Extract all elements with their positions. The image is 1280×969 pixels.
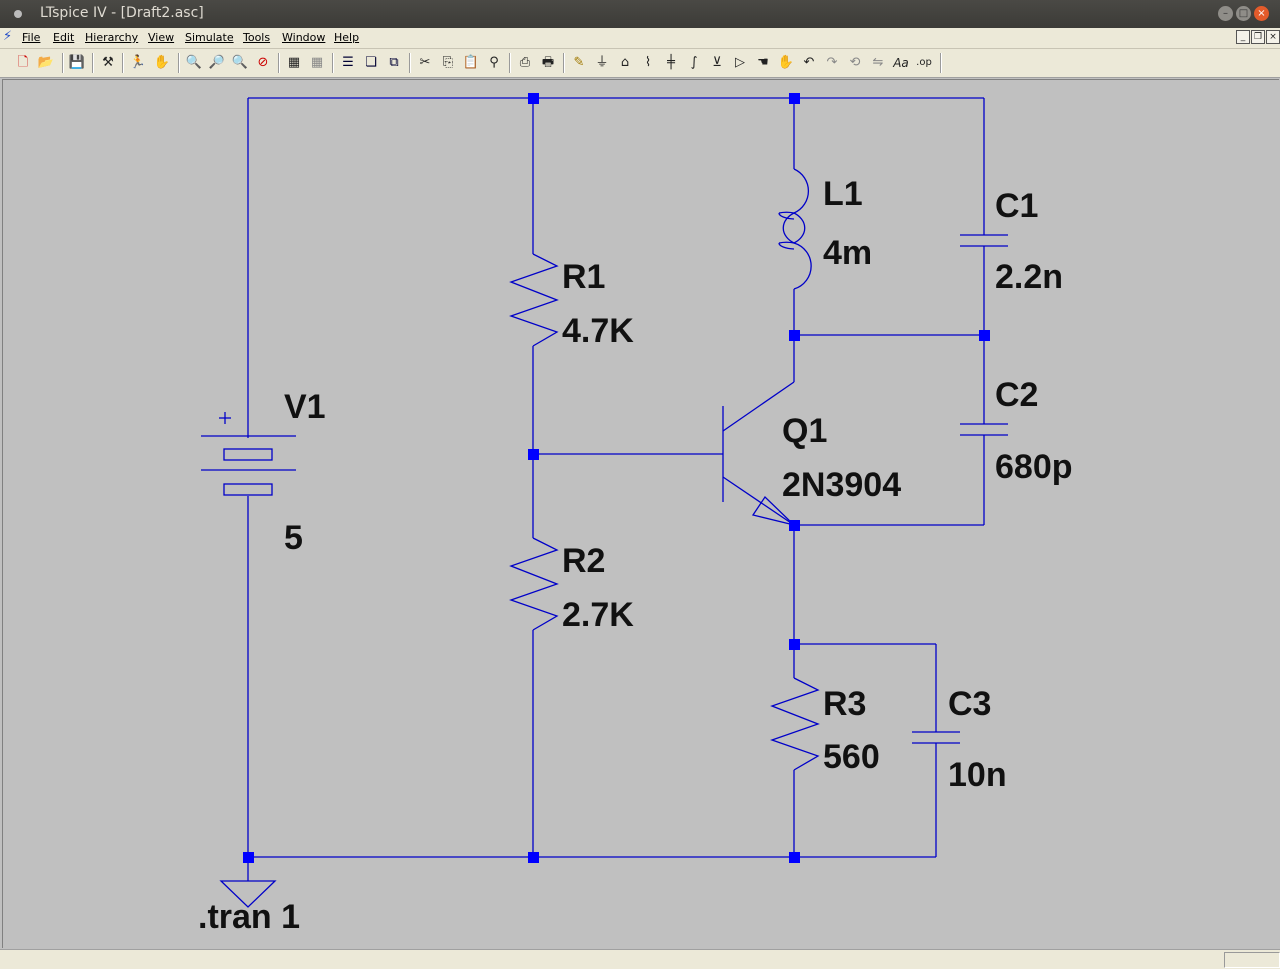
r1-name-label[interactable]: R1 <box>562 258 605 296</box>
toolbar: 🗋 📂 💾 ⚒ 🏃 ✋ 🔍 🔎 🔍 ⊘ ▦ ▦ ☰ ❏ ⧉ ✂ ⎘ 📋 ⚲ ⎙ … <box>0 49 1280 78</box>
c3-name-label[interactable]: C3 <box>948 685 991 723</box>
control-panel-icon[interactable]: ⚒ <box>102 55 114 70</box>
text-icon[interactable]: Aa <box>893 56 909 70</box>
mirror-icon[interactable]: ⇋ <box>872 55 884 70</box>
menu-edit[interactable]: Edit <box>53 31 75 44</box>
c3-value-label[interactable]: 10n <box>948 756 1007 794</box>
ltspice-icon[interactable]: ⚡ <box>3 29 13 44</box>
ground-icon[interactable]: ⏚ <box>595 55 609 70</box>
resistor-icon[interactable]: ⌇ <box>644 55 652 70</box>
wire-icon[interactable]: ✎ <box>573 55 585 70</box>
close-button[interactable]: × <box>1254 6 1269 21</box>
zoom-out-icon[interactable]: 🔍 <box>231 55 249 70</box>
q1-value-label[interactable]: 2N3904 <box>782 466 901 504</box>
c1-value-label[interactable]: 2.2n <box>995 258 1063 296</box>
mdi-restore-icon[interactable]: ❐ <box>1251 30 1265 44</box>
r1-resistor-symbol[interactable] <box>509 253 559 347</box>
l1-value-label[interactable]: 4m <box>823 234 872 272</box>
zoom-in-icon[interactable]: 🔍 <box>185 55 203 70</box>
junction-nodes <box>243 93 990 863</box>
r3-value-label[interactable]: 560 <box>823 738 880 776</box>
copy-icon[interactable]: ⎘ <box>442 55 454 70</box>
zoom-to-fit-icon[interactable]: 🔎 <box>208 55 226 70</box>
c1-capacitor-symbol[interactable] <box>960 234 1008 247</box>
redo-icon[interactable]: ↷ <box>826 55 838 70</box>
move-icon[interactable]: ☚ <box>757 55 769 70</box>
r3-name-label[interactable]: R3 <box>823 685 866 723</box>
run-icon[interactable]: 🏃 <box>129 55 147 70</box>
find-icon[interactable]: ⚲ <box>489 55 499 70</box>
mdi-minimize-icon[interactable]: _ <box>1236 30 1250 44</box>
maximize-button[interactable]: □ <box>1236 6 1251 21</box>
r2-name-label[interactable]: R2 <box>562 542 605 580</box>
new-schematic-icon[interactable]: 🗋 <box>17 55 29 70</box>
print-icon[interactable]: 🖶 <box>541 55 555 70</box>
title-bar: LTspice IV - [Draft2.asc] – □ × <box>0 0 1280 28</box>
cascade-icon[interactable]: ❏ <box>365 55 377 70</box>
schematic-canvas[interactable]: V1 5 R1 4.7K R2 2.7K L1 4m C1 2.2n C2 68… <box>2 79 1279 948</box>
v1-battery-symbol[interactable] <box>201 412 296 496</box>
menu-simulate[interactable]: Simulate <box>185 31 234 44</box>
save-icon[interactable]: 💾 <box>68 55 86 70</box>
autorange-icon[interactable]: ▦ <box>287 55 301 70</box>
menu-file[interactable]: File <box>22 31 41 44</box>
print-setup-icon[interactable]: ⎙ <box>519 55 531 70</box>
tile-vertical-icon[interactable]: ⧉ <box>389 55 399 70</box>
window-title: LTspice IV - [Draft2.asc] <box>40 5 204 21</box>
component-icon[interactable]: ▷ <box>735 55 745 70</box>
status-pane <box>1224 952 1280 968</box>
c2-value-label[interactable]: 680p <box>995 448 1073 486</box>
menu-tools[interactable]: Tools <box>243 31 271 44</box>
r1-value-label[interactable]: 4.7K <box>562 312 634 350</box>
label-net-icon[interactable]: ⌂ <box>620 55 630 70</box>
cut-icon[interactable]: ✂ <box>419 55 431 70</box>
q1-transistor-symbol[interactable] <box>722 381 797 527</box>
status-bar <box>0 949 1280 969</box>
menu-window[interactable]: Window <box>282 31 326 44</box>
app-menu-icon[interactable] <box>14 10 22 18</box>
diode-icon[interactable]: ⊻ <box>712 55 722 70</box>
drag-icon[interactable]: ✋ <box>777 55 795 70</box>
inductor-icon[interactable]: ∫ <box>690 55 698 70</box>
q1-name-label[interactable]: Q1 <box>782 412 827 450</box>
paste-icon[interactable]: 📋 <box>462 55 480 70</box>
menu-view[interactable]: View <box>148 31 175 44</box>
v1-value-label[interactable]: 5 <box>284 519 303 557</box>
l1-inductor-symbol[interactable] <box>778 168 812 290</box>
schematic-svg[interactable]: V1 5 R1 4.7K R2 2.7K L1 4m C1 2.2n C2 68… <box>3 80 1279 948</box>
menu-hierarchy[interactable]: Hierarchy <box>85 31 139 44</box>
wires[interactable] <box>247 97 985 858</box>
c2-capacitor-symbol[interactable] <box>960 423 1008 436</box>
l1-name-label[interactable]: L1 <box>823 175 863 213</box>
halt-icon[interactable]: ✋ <box>153 55 171 70</box>
c3-capacitor-symbol[interactable] <box>912 731 960 744</box>
capacitor-icon[interactable]: ╪ <box>667 55 675 70</box>
r3-resistor-symbol[interactable] <box>770 677 820 771</box>
c1-name-label[interactable]: C1 <box>995 187 1038 225</box>
open-icon[interactable]: 📂 <box>37 55 55 70</box>
zoom-cancel-icon[interactable]: ⊘ <box>257 55 269 70</box>
tile-horizontal-icon[interactable]: ☰ <box>342 55 354 70</box>
rotate-icon[interactable]: ⟲ <box>849 55 861 70</box>
menu-help[interactable]: Help <box>334 31 360 44</box>
undo-icon[interactable]: ↶ <box>803 55 815 70</box>
minimize-button[interactable]: – <box>1218 6 1233 21</box>
c2-name-label[interactable]: C2 <box>995 376 1038 414</box>
r2-value-label[interactable]: 2.7K <box>562 596 634 634</box>
mark-unref-icon[interactable]: ▦ <box>310 55 324 70</box>
menu-bar: ⚡ File Edit Hierarchy View Simulate Tool… <box>0 28 1280 49</box>
v1-name-label[interactable]: V1 <box>284 388 326 426</box>
spice-directive-text[interactable]: .tran 1 <box>198 898 300 936</box>
r2-resistor-symbol[interactable] <box>509 537 559 631</box>
mdi-close-icon[interactable]: × <box>1266 30 1280 44</box>
spice-directive-icon[interactable]: .op <box>916 57 932 68</box>
